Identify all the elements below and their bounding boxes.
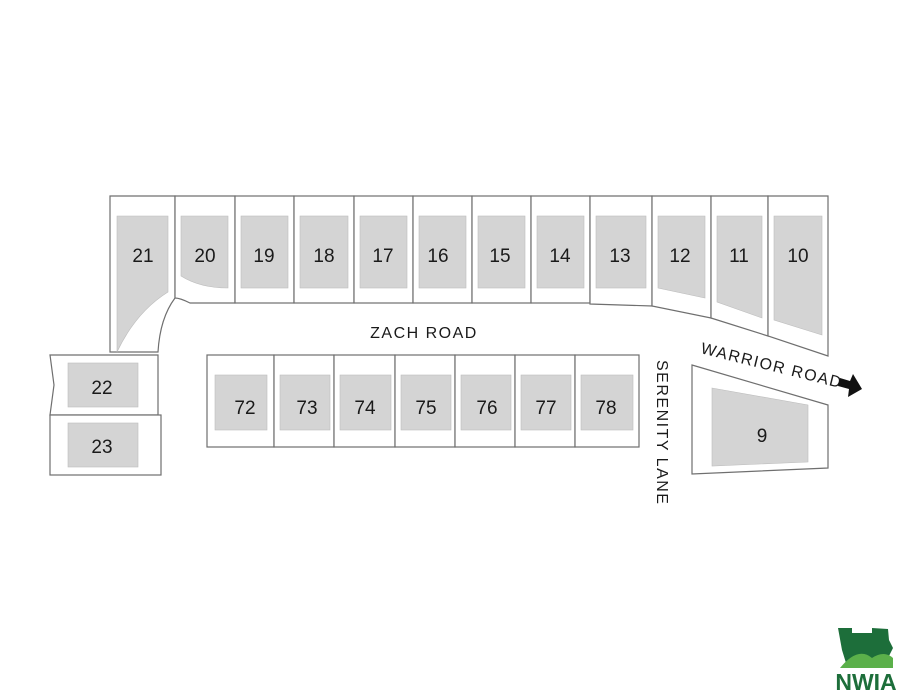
lot-77[interactable]: 77 [514,354,576,448]
lot-15-label: 15 [489,246,510,267]
lot-12[interactable]: 12 [651,195,712,319]
lot-22-label: 22 [91,378,112,399]
lot-78[interactable]: 78 [574,354,640,448]
lot-20[interactable]: 20 [174,195,236,304]
arrow-right-icon [838,374,862,397]
lot-72[interactable]: 72 [206,354,275,448]
zach-road-label: ZACH ROAD [370,325,478,342]
lot-23[interactable]: 23 [49,414,162,476]
lot-9-label: 9 [757,426,768,447]
lot-21-label: 21 [132,246,153,267]
lot-22[interactable]: 22 [49,354,159,416]
lot-10-label: 10 [787,246,808,267]
lot-11-label: 11 [729,246,749,267]
logo-text: NWIA [835,669,896,695]
lot-11[interactable]: 11 [710,195,769,337]
lot-74-label: 74 [354,398,376,419]
lot-14-label: 14 [549,246,571,267]
lot-10[interactable]: 10 [767,195,829,357]
lot-20-label: 20 [194,246,215,267]
lot-16[interactable]: 16 [412,195,473,304]
lot-17[interactable]: 17 [353,195,414,304]
lot-14[interactable]: 14 [530,195,591,304]
lot-13[interactable]: 13 [589,195,653,307]
lot-13-label: 13 [609,246,630,267]
lot-17-label: 17 [372,246,393,267]
lot-9[interactable]: 9 [691,364,829,475]
lot-15[interactable]: 15 [471,195,532,304]
lot-19-label: 19 [253,246,274,267]
nwia-logo: NWIA [835,628,897,695]
lot-16-label: 16 [427,246,448,267]
lot-73-label: 73 [296,398,317,419]
lot-73[interactable]: 73 [273,354,335,448]
iowa-state-shape-icon [838,628,893,663]
hills-icon [840,653,893,668]
lot-18[interactable]: 18 [293,195,355,304]
lot-76-label: 76 [476,398,497,419]
lot-76[interactable]: 76 [454,354,516,448]
lot-72-label: 72 [234,398,255,419]
lot-12-label: 12 [669,246,690,267]
lot-75[interactable]: 75 [394,354,456,448]
lot-77-label: 77 [535,398,556,419]
lot-18-label: 18 [313,246,334,267]
lot-78-label: 78 [595,398,616,419]
serenity-lane-label: SERENITY LANE [653,360,670,505]
lot-19[interactable]: 19 [234,195,295,304]
lot-74[interactable]: 74 [333,354,396,448]
lot-75-label: 75 [415,398,436,419]
lot-21[interactable]: 21 [109,195,176,353]
lot-23-label: 23 [91,437,112,458]
